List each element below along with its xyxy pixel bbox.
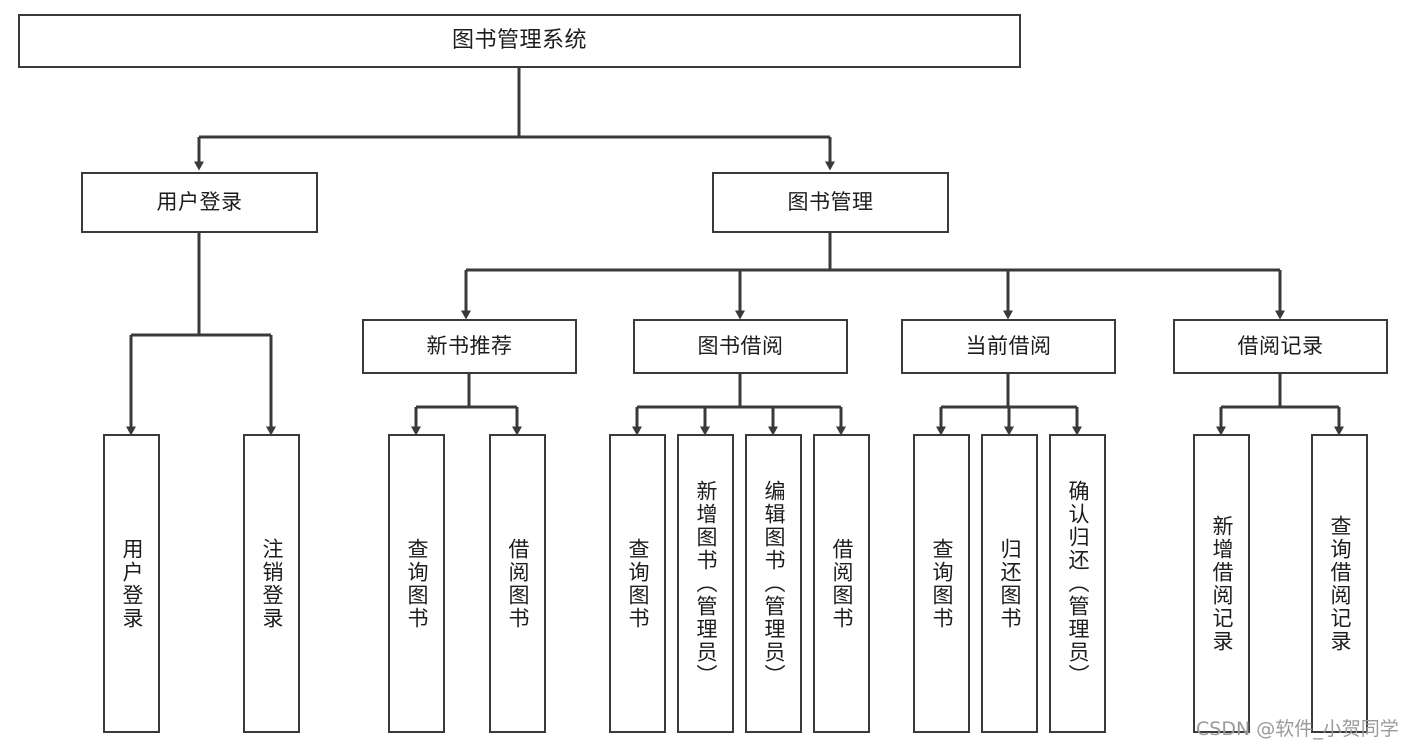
node-label: 查询图书 <box>405 537 429 630</box>
node-label: 借阅图书 <box>506 537 530 630</box>
leaf-edit-book-admin[interactable]: 编辑图书（管理员） <box>745 434 802 733</box>
node-label: 图书管理 <box>787 190 874 215</box>
leaf-query-borrow-record[interactable]: 查询借阅记录 <box>1311 434 1368 733</box>
watermark: CSDN @软件_小贺同学 <box>1196 718 1399 740</box>
node-label: 新增借阅记录 <box>1210 514 1234 653</box>
node-label: 借阅图书 <box>830 537 854 630</box>
node-label: 查询图书 <box>626 537 650 630</box>
leaf-confirm-return-admin[interactable]: 确认归还（管理员） <box>1049 434 1106 733</box>
node-label: 查询图书 <box>930 537 954 630</box>
node-label: 新书推荐 <box>426 334 513 359</box>
node-label: 当前借阅 <box>965 334 1052 359</box>
node-label: 图书管理系统 <box>451 28 587 54</box>
leaf-add-book-admin[interactable]: 新增图书（管理员） <box>677 434 734 733</box>
leaf-borrow-book[interactable]: 借阅图书 <box>813 434 870 733</box>
node-label: 查询借阅记录 <box>1328 514 1352 653</box>
node-book-management-group[interactable]: 图书管理 <box>712 172 949 233</box>
node-new-book-recommend[interactable]: 新书推荐 <box>362 319 577 374</box>
node-label: 归还图书 <box>998 537 1022 630</box>
node-book-borrow[interactable]: 图书借阅 <box>633 319 848 374</box>
leaf-borrow-book-recommend[interactable]: 借阅图书 <box>489 434 546 733</box>
leaf-logout[interactable]: 注销登录 <box>243 434 300 733</box>
leaf-query-book-current[interactable]: 查询图书 <box>913 434 970 733</box>
leaf-query-book-borrow[interactable]: 查询图书 <box>609 434 666 733</box>
node-label: 确认归还（管理员） <box>1066 480 1090 687</box>
node-label: 新增图书（管理员） <box>694 480 718 687</box>
node-user-login-group[interactable]: 用户登录 <box>81 172 318 233</box>
node-label: 用户登录 <box>120 537 144 630</box>
node-label: 图书借阅 <box>697 334 784 359</box>
leaf-return-book[interactable]: 归还图书 <box>981 434 1038 733</box>
node-label: 注销登录 <box>260 537 284 630</box>
node-borrow-records[interactable]: 借阅记录 <box>1173 319 1388 374</box>
node-current-borrow[interactable]: 当前借阅 <box>901 319 1116 374</box>
node-label: 借阅记录 <box>1237 334 1324 359</box>
node-root-system[interactable]: 图书管理系统 <box>18 14 1021 68</box>
node-label: 编辑图书（管理员） <box>762 480 786 687</box>
leaf-query-book-recommend[interactable]: 查询图书 <box>388 434 445 733</box>
node-label: 用户登录 <box>156 190 243 215</box>
leaf-add-borrow-record[interactable]: 新增借阅记录 <box>1193 434 1250 733</box>
leaf-user-login[interactable]: 用户登录 <box>103 434 160 733</box>
